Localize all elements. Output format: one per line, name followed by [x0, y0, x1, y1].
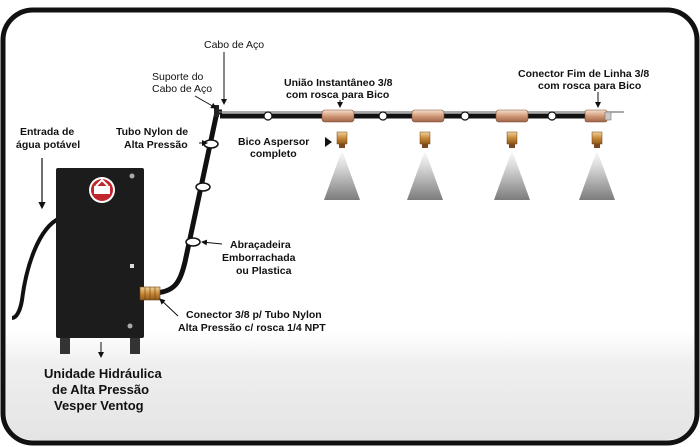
nozzle-icon — [506, 131, 518, 148]
union-fitting — [321, 109, 355, 123]
leader-abracadeira — [201, 239, 223, 246]
leader-suporte — [194, 95, 217, 109]
clamp — [203, 139, 219, 149]
end-connector — [584, 109, 612, 123]
water-inlet-hose — [11, 216, 61, 320]
pump-foot-right — [130, 338, 140, 354]
floor — [6, 332, 694, 440]
nozzle-icon — [591, 131, 603, 148]
label-conector-fim-line1: Conector Fim de Linha 3/8 — [518, 68, 649, 80]
label-conector-fim-line2: com rosca para Bico — [538, 80, 641, 92]
pump-cabinet — [56, 168, 144, 338]
label-tubo-line2: Alta Pressão — [124, 139, 188, 151]
label-suporte-line1: Suporte do — [152, 71, 204, 83]
label-unidade-line2: de Alta Pressão — [52, 382, 149, 397]
brass-connector — [139, 286, 161, 301]
label-suporte-line2: Cabo de Aço — [152, 83, 212, 95]
pump-indicator — [130, 264, 134, 268]
union-fitting — [411, 109, 445, 123]
leader-bico — [325, 137, 332, 147]
pump-screw — [127, 323, 133, 329]
label-conector-38-line2: Alta Pressão c/ rosca 1/4 NPT — [178, 322, 326, 334]
label-uniao-line2: com rosca para Bico — [286, 89, 389, 101]
label-abracadeira-line2: Emborrachada — [222, 252, 296, 264]
label-unidade-line3: Vesper Ventog — [54, 398, 144, 413]
label-bico-line2: completo — [250, 148, 297, 160]
label-cabo-aco: Cabo de Aço — [204, 39, 264, 51]
pump-unit — [56, 168, 144, 354]
spray-cone-icon — [494, 150, 530, 200]
nozzle-icon — [336, 131, 348, 148]
label-abracadeira-line3: ou Plastica — [236, 265, 292, 277]
pump-screw — [129, 173, 135, 179]
pump-foot-left — [60, 338, 70, 354]
label-unidade-line1: Unidade Hidráulica — [44, 366, 163, 381]
label-tubo-line1: Tubo Nylon de — [116, 126, 188, 138]
label-abracadeira-line1: Abraçadeira — [230, 239, 291, 251]
label-bico-line1: Bico Aspersor — [238, 136, 309, 148]
clamp — [185, 237, 201, 247]
leader-conector-38 — [159, 298, 179, 317]
line-clips — [263, 111, 557, 121]
label-entrada-line1: Entrada de — [20, 126, 74, 138]
label-conector-38-line1: Conector 3/8 p/ Tubo Nylon — [186, 309, 322, 321]
nozzle-icon — [419, 131, 431, 148]
label-entrada-line2: água potável — [16, 139, 80, 151]
cable-support — [214, 105, 219, 117]
label-uniao-line1: União Instantâneo 3/8 — [284, 77, 393, 89]
spray-cone-icon — [324, 150, 360, 200]
spray-cone-icon — [579, 150, 615, 200]
clamp — [195, 182, 211, 192]
spray-cone-icon — [407, 150, 443, 200]
union-fitting — [495, 109, 529, 123]
logo-badge-icon — [89, 177, 115, 203]
